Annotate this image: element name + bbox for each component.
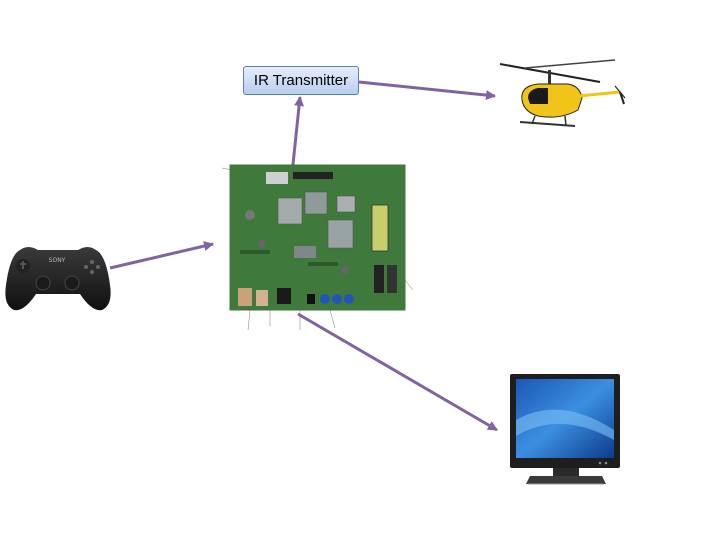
- arrow-board-to-monitor: [297, 312, 498, 432]
- controller-brand: SONY: [49, 257, 66, 264]
- ir-transmitter-box: IR Transmitter: [243, 66, 359, 95]
- arrow-controller-to-board: [109, 241, 214, 270]
- gamepad-icon: SONY: [5, 247, 111, 311]
- ir-transmitter-label: IR Transmitter: [253, 72, 349, 89]
- arrow-ir-transmitter-to-helicopter: [358, 80, 496, 101]
- fpga-board-icon: [221, 164, 414, 331]
- monitor-icon: [510, 374, 620, 485]
- helicopter-icon: [499, 59, 626, 127]
